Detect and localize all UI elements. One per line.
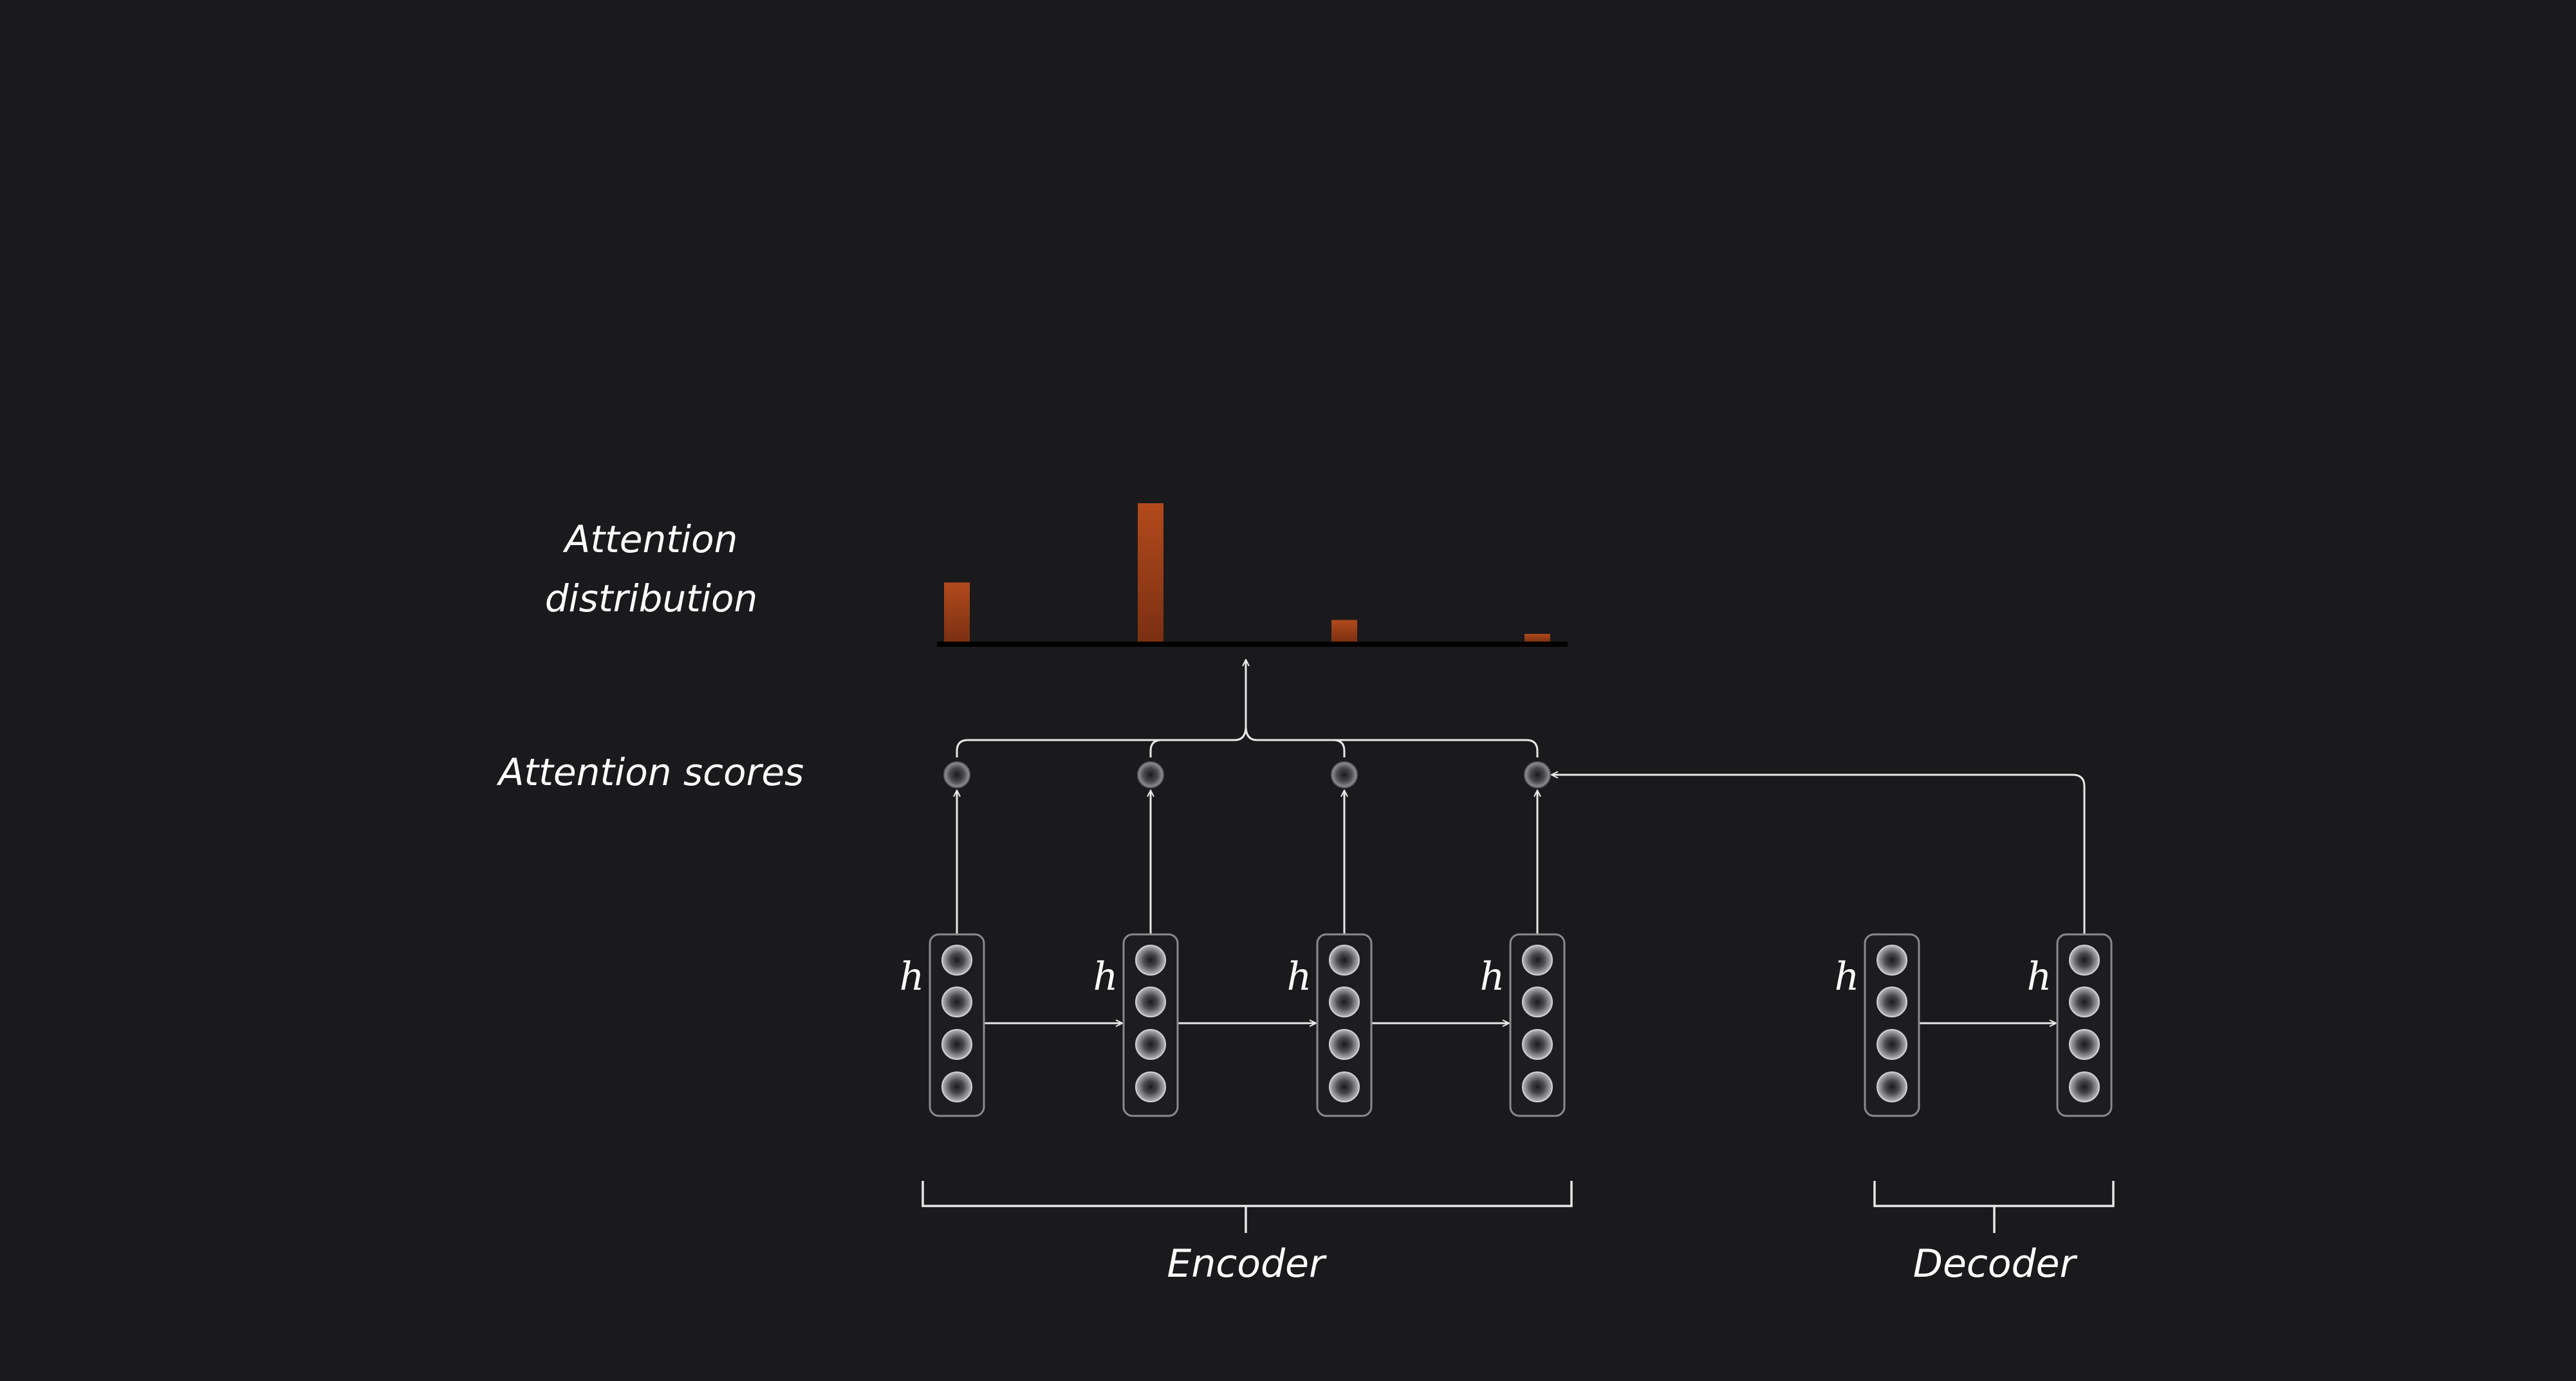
encoder-cell-2-unit-1 xyxy=(1135,945,1166,976)
encoder-cell-box-4 xyxy=(1509,933,1566,1117)
encoder-cell-box-1 xyxy=(929,933,985,1117)
attention-bar-4 xyxy=(1524,634,1550,642)
encoder-cell-4: h xyxy=(1480,933,1566,1117)
encoder-cell-2-unit-2 xyxy=(1135,987,1166,1017)
encoder-cell-box-3 xyxy=(1316,933,1373,1117)
decoder-hidden-state-label-1: h xyxy=(1835,954,1860,999)
decoder-cell-1-unit-3 xyxy=(1876,1029,1907,1060)
encoder-cell-1-unit-1 xyxy=(941,945,972,976)
encoder-cell-1: h xyxy=(900,933,985,1117)
encoder-hidden-state-label-1: h xyxy=(900,954,925,999)
encoder-cell-3: h xyxy=(1287,933,1373,1117)
encoder-cell-3-unit-3 xyxy=(1329,1029,1360,1060)
encoder-cell-1-unit-4 xyxy=(941,1071,972,1102)
decoder-cell-2-unit-1 xyxy=(2069,945,2100,976)
decoder-cell-2: h xyxy=(2027,933,2113,1117)
encoder-cell-4-unit-4 xyxy=(1522,1071,1553,1102)
encoder-cell-2-unit-3 xyxy=(1135,1029,1166,1060)
scores-merge-tick-2 xyxy=(1149,739,1162,757)
encoder-cell-box-2 xyxy=(1122,933,1179,1117)
decoder-label: Decoder xyxy=(1913,1241,2078,1286)
encoder-cell-1-unit-3 xyxy=(941,1029,972,1060)
attention-score-node-3 xyxy=(1331,761,1358,788)
attention-distribution-label-line1: Attention xyxy=(562,517,738,561)
encoder-cell-4-unit-3 xyxy=(1522,1029,1553,1060)
encoder-hidden-state-label-4: h xyxy=(1480,954,1505,999)
encoder-label: Encoder xyxy=(1167,1241,1327,1286)
encoder-cell-3-unit-2 xyxy=(1329,987,1360,1017)
encoder-bracket xyxy=(922,1181,1573,1233)
decoder-cell-1-unit-4 xyxy=(1876,1071,1907,1102)
encoder-cell-2: h xyxy=(1093,933,1179,1117)
attention-score-node-4 xyxy=(1524,761,1551,788)
encoder-hidden-state-label-3: h xyxy=(1287,954,1312,999)
attention-score-node-1 xyxy=(943,761,970,788)
decoder-hidden-state-label-2: h xyxy=(2027,954,2052,999)
attention-bar-2 xyxy=(1138,503,1163,642)
decoder-cell-box-1 xyxy=(1864,933,1920,1117)
attention-distribution-bars xyxy=(944,503,1550,642)
scores-merge-tick-3 xyxy=(1333,739,1346,757)
attention-score-nodes xyxy=(943,761,1551,934)
decoder-cell-1-unit-2 xyxy=(1876,987,1907,1017)
decoder-cell-2-unit-2 xyxy=(2069,987,2100,1017)
decoder-cell-2-unit-3 xyxy=(2069,1029,2100,1060)
encoder-hidden-state-label-2: h xyxy=(1093,954,1118,999)
decoder-query-arrow xyxy=(1552,775,2086,934)
attention-bar-1 xyxy=(944,582,970,642)
decoder-cell-1-unit-1 xyxy=(1876,945,1907,976)
encoder-cell-4-unit-2 xyxy=(1522,987,1553,1017)
attention-score-node-2 xyxy=(1137,761,1164,788)
encoder-cell-1-unit-2 xyxy=(941,987,972,1017)
encoder-cell-3-unit-4 xyxy=(1329,1071,1360,1102)
attention-scores-label: Attention scores xyxy=(496,750,804,794)
encoder-cell-2-unit-4 xyxy=(1135,1071,1166,1102)
decoder-cell-box-2 xyxy=(2056,933,2113,1117)
decoder-cell-2-unit-4 xyxy=(2069,1071,2100,1102)
encoder-cell-4-unit-1 xyxy=(1522,945,1553,976)
encoder-cell-3-unit-1 xyxy=(1329,945,1360,976)
attention-bar-3 xyxy=(1331,620,1357,642)
decoder-bracket xyxy=(1873,1181,2115,1233)
attention-distribution-label-line2: distribution xyxy=(545,577,758,620)
decoder-cell-1: h xyxy=(1835,933,1920,1117)
scores-merge-bracket xyxy=(956,725,1539,757)
